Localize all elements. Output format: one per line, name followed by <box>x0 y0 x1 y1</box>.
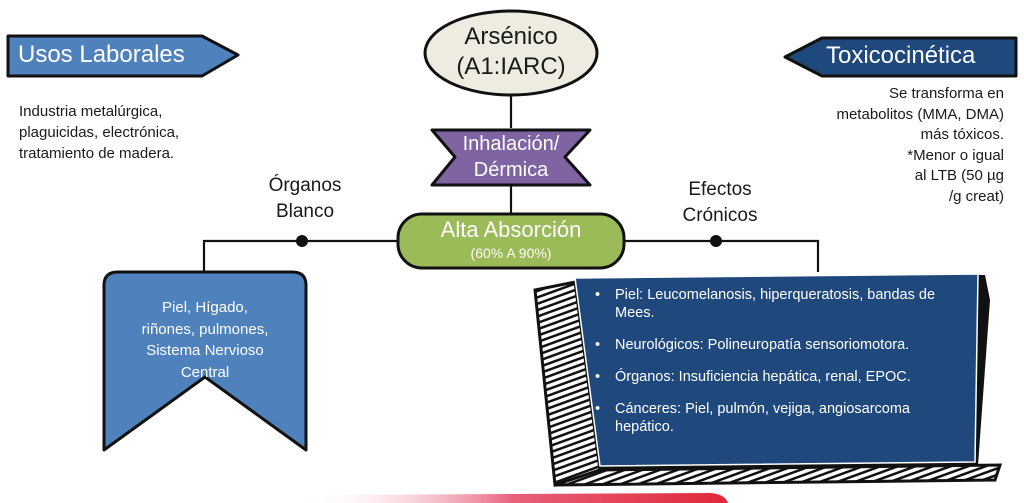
organ-line: Sistema Nervioso <box>146 342 264 359</box>
description-line: plaguicidas, electrónica, <box>19 124 180 141</box>
substance-name: Arsénico <box>464 23 558 50</box>
description-line: Se transforma en <box>888 85 1004 102</box>
effect-item-organs: Órganos: Insuficiencia hepática, renal, … <box>595 368 963 386</box>
right-branch-dot <box>710 235 722 247</box>
absorption-label: Alta Absorción (60% A 90%) <box>398 216 624 262</box>
left-banner-title: Usos Laborales <box>18 41 185 68</box>
chronic-effects-panel: Piel: Leucomelanosis, hiperqueratosis, b… <box>593 286 963 450</box>
absorption-title: Alta Absorción <box>440 217 582 242</box>
target-organs-list: Piel, Hígado, riñones, pulmones, Sistema… <box>106 297 304 383</box>
exposure-route: Inhalación/ Dérmica <box>432 131 590 183</box>
description-line: /g creat) <box>948 187 1004 205</box>
branch-label-line: Efectos <box>688 179 752 200</box>
organ-line: riñones, pulmones, <box>141 320 269 338</box>
connector-left-branch <box>202 239 398 272</box>
description-line: más tóxicos. <box>920 126 1004 143</box>
efectos-cronicos-label: Efectos Crónicos <box>655 177 785 229</box>
title-ellipse <box>423 9 599 97</box>
effect-item-skin: Piel: Leucomelanosis, hiperqueratosis, b… <box>595 286 963 322</box>
route-line: Inhalación/ <box>462 133 560 155</box>
toxicocinetica-description: Se transforma en metabolitos (MMA, DMA) … <box>744 84 1004 207</box>
right-banner-shape <box>783 36 1018 78</box>
organs-shape <box>102 270 308 452</box>
branch-label-line: Blanco <box>275 201 335 222</box>
substance-title: Arsénico (A1:IARC) <box>425 22 597 82</box>
left-banner-shape <box>6 34 240 78</box>
connector-lines <box>202 88 820 272</box>
right-banner-title: Toxicocinética <box>826 42 976 69</box>
absorption-range: (60% A 90%) <box>470 245 552 261</box>
usos-laborales-description: Industria metalúrgica, plaguicidas, elec… <box>19 101 179 164</box>
effect-item-neuro: Neurológicos: Polineuropatía sensoriomot… <box>595 336 963 354</box>
description-line: metabolitos (MMA, DMA) <box>836 105 1004 123</box>
left-branch-dot <box>296 235 308 247</box>
organ-line: Piel, Hígado, <box>162 299 248 316</box>
accent-line <box>300 493 728 503</box>
substance-classification: (A1:IARC) <box>456 53 566 80</box>
scroll-bottom-hatch <box>554 463 1003 487</box>
organ-line: Central <box>180 363 230 381</box>
branch-label-line: Crónicos <box>682 205 758 226</box>
description-line: al LTB (50 µg <box>914 167 1004 184</box>
description-line: tratamiento de madera. <box>19 145 175 162</box>
absorption-shape <box>396 212 626 270</box>
effect-item-cancer: Cánceres: Piel, pulmón, vejiga, angiosar… <box>595 400 963 436</box>
branch-label-line: Órganos <box>268 175 342 196</box>
route-line: Dérmica <box>473 159 549 181</box>
connector-right-branch <box>624 239 820 272</box>
organos-blanco-label: Órganos Blanco <box>240 173 370 225</box>
description-line: *Menor o igual <box>907 146 1004 164</box>
chronic-effects-list: Piel: Leucomelanosis, hiperqueratosis, b… <box>593 286 963 436</box>
route-shape <box>430 128 592 187</box>
description-line: Industria metalúrgica, <box>19 103 163 120</box>
